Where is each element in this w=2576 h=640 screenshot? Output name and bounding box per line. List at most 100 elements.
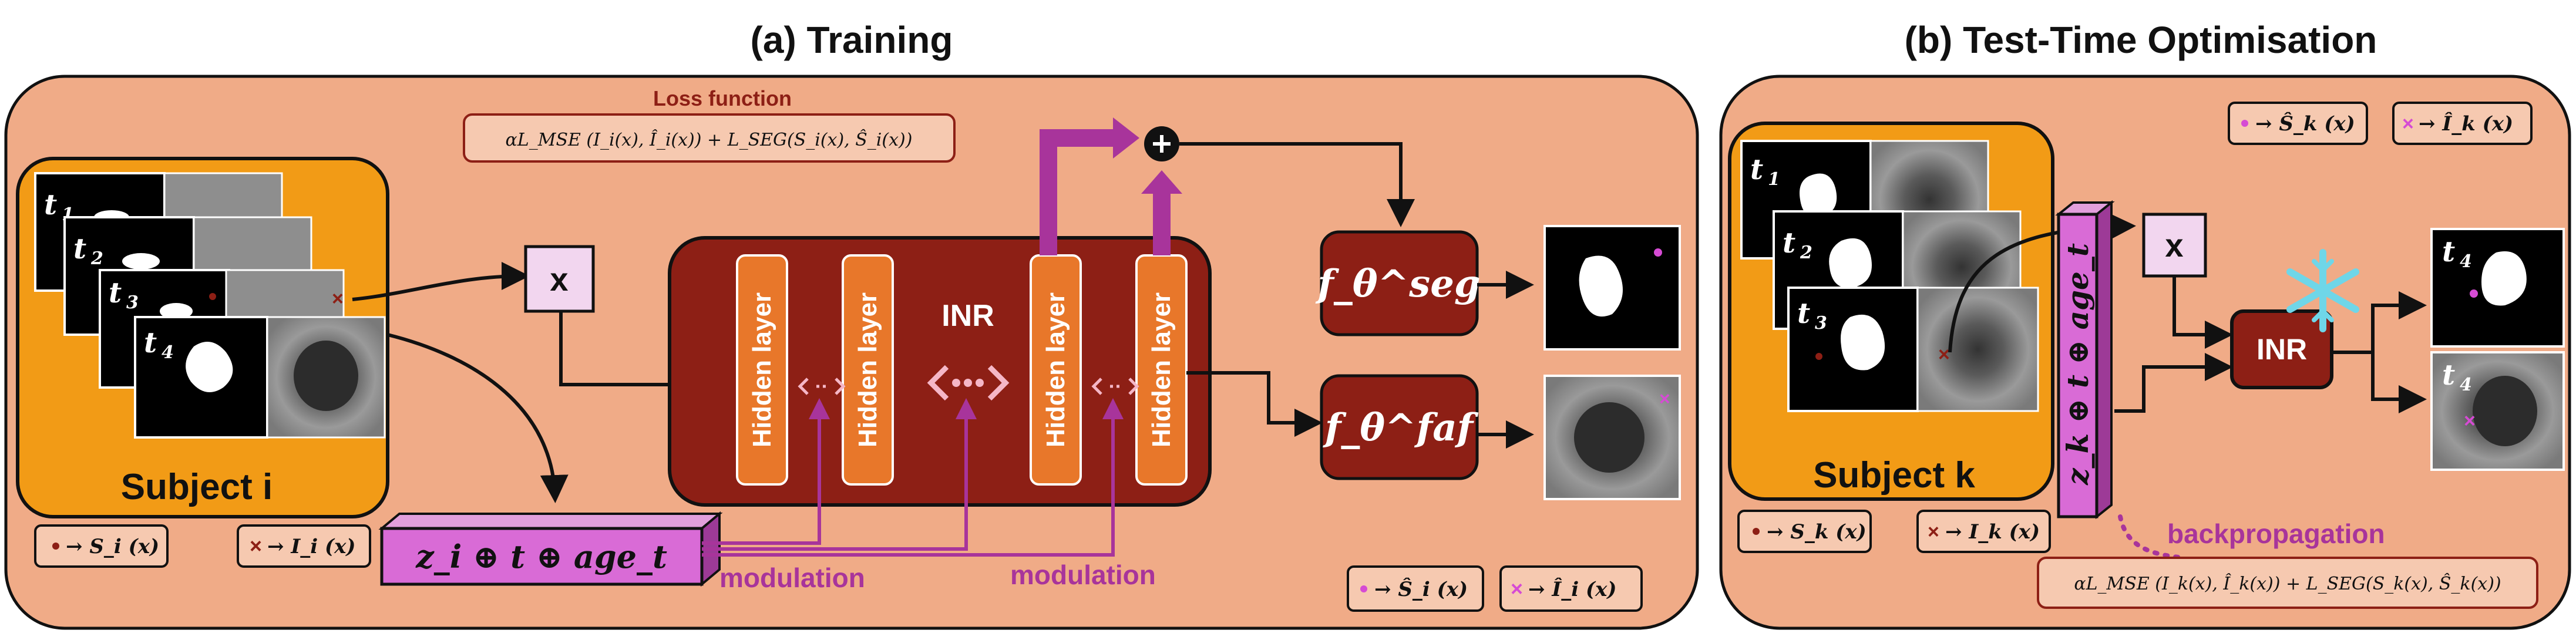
arrow-to-z bbox=[387, 333, 569, 503]
arrow-to-k-faf bbox=[2371, 352, 2427, 413]
svg-text:1: 1 bbox=[1768, 169, 1780, 190]
svg-text:→ Î_k (x): → Î_k (x) bbox=[2419, 112, 2513, 136]
x-coordinate-box bbox=[524, 245, 595, 313]
k-timepoint-frame-3: × t 3 bbox=[1787, 287, 2039, 412]
k-t2-label: t bbox=[1783, 227, 1795, 260]
svg-text:→ S_k (x): → S_k (x) bbox=[1767, 520, 1867, 544]
k-faf-output-image: × t 4 bbox=[2430, 351, 2565, 471]
svg-text:4: 4 bbox=[2460, 375, 2472, 395]
hidden-layer-2: Hidden layer bbox=[842, 254, 894, 486]
t3-label: t bbox=[109, 277, 122, 309]
k-x-coordinate-box bbox=[2142, 213, 2207, 278]
k-seg-output-image: t 4 bbox=[2430, 228, 2565, 348]
k-loss-expression: αL_MSE (I_k(x), Î_k(x)) + L_SEG(S_k(x), … bbox=[2074, 573, 2501, 594]
subject-k-label: Subject k bbox=[1813, 455, 1975, 496]
legend-seg-gt: → S_i (x) bbox=[34, 524, 169, 568]
k-legend-img-pred: × → Î_k (x) bbox=[2392, 102, 2533, 145]
loss-function-title: Loss function bbox=[653, 86, 792, 110]
arrow-kx-to-inr bbox=[2173, 276, 2233, 349]
k-legend-seg-pred: → Ŝ_k (x) bbox=[2228, 102, 2368, 145]
svg-text:Hidden layer: Hidden layer bbox=[748, 292, 776, 447]
legend-seg-pred: → Ŝ_i (x) bbox=[1347, 565, 1484, 612]
t2-label: t bbox=[73, 233, 86, 265]
f-seg-label: f_θ^seg bbox=[1315, 262, 1480, 306]
backprop-label: backpropagation bbox=[2167, 518, 2385, 549]
svg-text:→ I_k (x): → I_k (x) bbox=[1945, 520, 2040, 544]
latent-code-box: z_i ⊕ t ⊕ age_t bbox=[378, 511, 723, 587]
svg-text:3: 3 bbox=[126, 292, 139, 313]
tto-title: (b) Test-Time Optimisation bbox=[1905, 19, 2377, 61]
svg-text:2: 2 bbox=[90, 248, 103, 269]
svg-text:→ Ŝ_i (x): → Ŝ_i (x) bbox=[1374, 577, 1468, 601]
inr-label: INR bbox=[941, 299, 994, 333]
svg-text:×: × bbox=[1928, 521, 1939, 543]
seg-output-image bbox=[1543, 225, 1681, 351]
arrow-to-x bbox=[352, 262, 530, 301]
hidden-layer-4: Hidden layer bbox=[1135, 254, 1188, 486]
svg-text:Hidden layer: Hidden layer bbox=[1147, 292, 1176, 447]
svg-text:4: 4 bbox=[2460, 251, 2472, 272]
svg-text:→ Ŝ_k (x): → Ŝ_k (x) bbox=[2255, 112, 2355, 136]
f-faf-label: f_θ^faf bbox=[1323, 406, 1479, 450]
f-faf-decoder bbox=[1320, 374, 1479, 480]
k-t3-label: t bbox=[1797, 297, 1810, 330]
loss-expression: αL_MSE (I_i(x), Î_i(x)) + L_SEG(S_i(x), … bbox=[506, 129, 913, 150]
arrow-z-to-inr bbox=[2114, 353, 2233, 413]
dashed-arrows-icon bbox=[1091, 378, 1139, 395]
loss-function-box bbox=[463, 113, 956, 163]
k-latent-code-text: z_k ⊕ t ⊕ age_t bbox=[2060, 243, 2095, 486]
arrow-x-to-inr bbox=[559, 311, 724, 399]
k-t1-label: t bbox=[1750, 153, 1763, 186]
subject-k-timepoints: t 1 t 2 × t 3 bbox=[1740, 140, 2039, 412]
svg-text:2: 2 bbox=[1800, 242, 1812, 263]
purple-skip-arrow bbox=[1040, 129, 1113, 255]
subject-i-timepoints: t 1 t 2 × t 3 t 4 bbox=[34, 172, 386, 439]
svg-text:→ I_i (x): → I_i (x) bbox=[267, 535, 355, 558]
k-latent-code-box: z_k ⊕ t ⊕ age_t bbox=[2055, 200, 2115, 520]
timepoint-frame-4: t 4 bbox=[134, 316, 386, 439]
arrow-to-k-seg bbox=[2332, 291, 2427, 354]
svg-text:×: × bbox=[1938, 343, 1950, 366]
arrow-to-fseg bbox=[1179, 142, 1415, 227]
svg-text:3: 3 bbox=[1815, 313, 1827, 334]
svg-text:Hidden layer: Hidden layer bbox=[1041, 292, 1070, 447]
arrow-to-ffaf bbox=[1186, 371, 1323, 437]
svg-text:×: × bbox=[1511, 577, 1523, 601]
svg-text:×: × bbox=[1659, 388, 1670, 409]
backprop-dotted-line bbox=[2118, 514, 2187, 560]
svg-text:→ S_i (x): → S_i (x) bbox=[66, 535, 159, 558]
modulation-lines bbox=[702, 398, 1124, 557]
k-out-t4-faf-label: t bbox=[2442, 359, 2455, 392]
svg-text:→ Î_i (x): → Î_i (x) bbox=[1528, 577, 1616, 601]
latent-code-text: z_i ⊕ t ⊕ age_t bbox=[415, 538, 667, 575]
sample-x-mark: × bbox=[332, 288, 344, 310]
x-label: x bbox=[550, 261, 568, 298]
modulation-label-1: modulation bbox=[719, 562, 865, 593]
legend-img-pred: × → Î_i (x) bbox=[1499, 565, 1643, 612]
hidden-layer-1: Hidden layer bbox=[736, 254, 788, 486]
k-legend-seg-gt: → S_k (x) bbox=[1737, 510, 1872, 553]
faf-output-image: × bbox=[1543, 375, 1681, 500]
k-out-t4-seg-label: t bbox=[2442, 235, 2455, 268]
svg-text:×: × bbox=[2402, 113, 2414, 135]
k-inr-network bbox=[2230, 309, 2333, 389]
svg-text:4: 4 bbox=[162, 342, 174, 363]
legend-img-gt: × → I_i (x) bbox=[237, 524, 371, 568]
subject-i-label: Subject i bbox=[121, 467, 273, 507]
hidden-layer-3: Hidden layer bbox=[1030, 254, 1082, 486]
modulation-label-2: modulation bbox=[1010, 560, 1156, 590]
t4-label: t bbox=[144, 326, 157, 359]
svg-text:x: x bbox=[2165, 227, 2183, 264]
svg-text:×: × bbox=[250, 534, 262, 558]
snowflake-icon bbox=[2286, 249, 2359, 332]
k-loss-function-box bbox=[2037, 557, 2538, 609]
training-title: (a) Training bbox=[751, 19, 953, 61]
dashed-arrows-icon bbox=[798, 378, 846, 395]
t1-label: t bbox=[44, 188, 57, 221]
svg-text:×: × bbox=[2464, 410, 2476, 432]
svg-text:Hidden layer: Hidden layer bbox=[853, 292, 882, 447]
dashed-arrows-icon-large bbox=[927, 365, 1010, 401]
k-legend-img-gt: × → I_k (x) bbox=[1916, 510, 2051, 553]
svg-text:INR: INR bbox=[2256, 333, 2307, 366]
